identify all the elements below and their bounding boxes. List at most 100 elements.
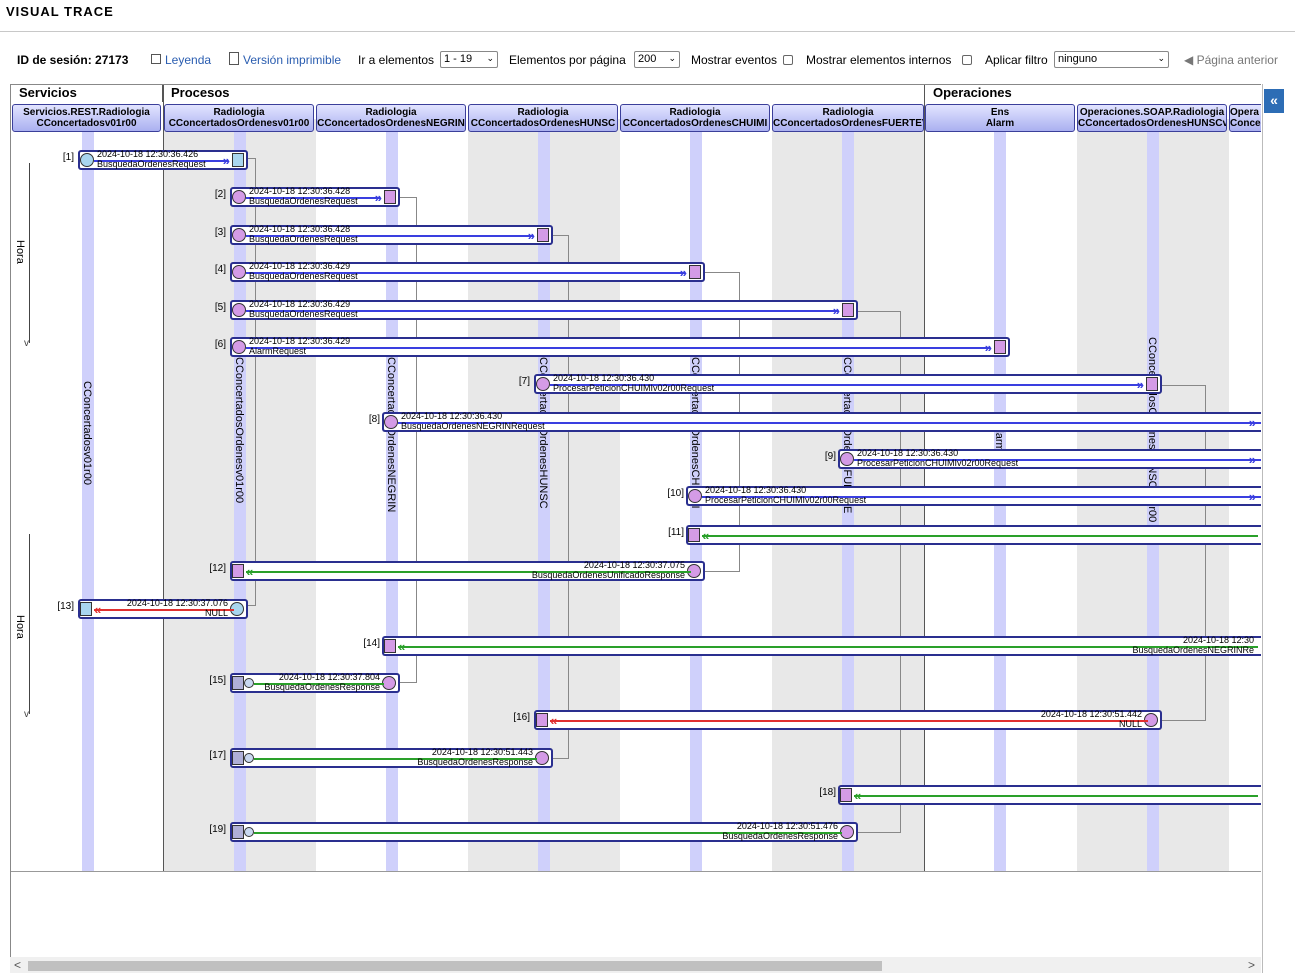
message-name: BusquedaOrdenesResponse: [264, 682, 380, 692]
lifeline-name: CConcertadosOrdenesCHUIMI: [689, 357, 701, 509]
prev-page-link[interactable]: ◀ Página anterior: [1184, 53, 1278, 67]
group-divider: [163, 85, 164, 871]
message-18[interactable]: [18]«: [819, 785, 1261, 805]
endpoint-circle: [232, 303, 246, 317]
message-arrow-line: [94, 609, 234, 611]
column-header[interactable]: OperaConcerta: [1229, 104, 1261, 132]
message-19[interactable]: [19]«2024-10-18 12:30:51.476BusquedaOrde…: [209, 821, 858, 842]
column-header-line2: CConcertadosOrdenesHUNSC: [470, 118, 616, 129]
endpoint-circle: [232, 228, 246, 242]
message-11[interactable]: [11]«: [668, 525, 1261, 545]
column-header-line2: Concerta: [1230, 118, 1261, 129]
message-arrow-line: [702, 496, 1261, 498]
double-arrow-right-icon: »: [832, 303, 840, 318]
print-version-link[interactable]: Versión imprimible: [243, 53, 342, 67]
message-15[interactable]: [15]«2024-10-18 12:30:37.804BusquedaOrde…: [209, 672, 400, 693]
time-axis-line: [29, 534, 30, 714]
column-header-line2: Alarm: [985, 118, 1015, 129]
group-divider: [924, 85, 925, 871]
message-arrow-line: [254, 832, 842, 834]
double-arrow-left-icon: «: [246, 564, 254, 579]
goto-select[interactable]: 1 - 19⌄: [440, 51, 498, 68]
message-name: NULL: [1118, 719, 1142, 729]
message-arrow-line: [246, 571, 691, 573]
prev-page-label: Página anterior: [1196, 53, 1278, 67]
time-axis-label: Hora: [14, 240, 26, 264]
message-arrow-line: [246, 347, 990, 349]
message-name: BusquedaOrdenesRequest: [249, 196, 358, 206]
double-arrow-right-icon: »: [1136, 377, 1144, 392]
diagram-bottom-border: [11, 871, 1261, 872]
side-panel: [1262, 84, 1295, 973]
per-page-select[interactable]: 200⌄: [634, 51, 680, 68]
per-page-label: Elementos por página: [509, 53, 626, 67]
double-arrow-right-icon: »: [527, 228, 535, 243]
double-arrow-right-icon: »: [1248, 489, 1256, 504]
message-timestamp: 2024-10-18 12:30:51.476: [736, 821, 838, 831]
legend-icon[interactable]: [151, 54, 161, 64]
message-17[interactable]: [17]«2024-10-18 12:30:51.443BusquedaOrde…: [209, 747, 553, 768]
message-arrow-line: [854, 795, 1258, 797]
message-timestamp: 2024-10-18 12:30:51.442: [1040, 709, 1142, 719]
filter-select[interactable]: ninguno⌄: [1054, 51, 1169, 68]
message-number: [8]: [368, 414, 380, 425]
message-number: [19]: [209, 824, 226, 835]
page-title: VISUAL TRACE: [6, 4, 114, 19]
column-header-line2: CConcertadosOrdenesFUERTEV: [773, 118, 924, 129]
double-arrow-left-icon: «: [550, 713, 558, 728]
scrollbar-thumb[interactable]: [28, 961, 882, 971]
collapse-panel-button[interactable]: «: [1264, 89, 1284, 113]
lifeline-name: CConcertadosOrdenesHUNSC: [537, 357, 549, 509]
double-arrow-right-icon: »: [374, 190, 382, 205]
endpoint-circle: [840, 452, 854, 466]
connector-line: [248, 158, 256, 606]
endpoint-circle: [840, 825, 854, 839]
activation-box: [537, 228, 549, 242]
endpoint-circle: [535, 751, 549, 765]
page-icon[interactable]: [229, 52, 239, 65]
show-events-checkbox[interactable]: [783, 55, 793, 65]
endpoint-circle: [232, 265, 246, 279]
legend-link[interactable]: Leyenda: [165, 53, 212, 67]
column-header-line2: CConcertadosOrdenesv01r00: [168, 118, 310, 129]
show-internal-checkbox[interactable]: [962, 55, 972, 65]
group-services: Servicios: [11, 85, 163, 102]
message-name: ProcesarPeticionCHUIMIv02r00Request: [553, 383, 715, 393]
message-arrow-line: [550, 384, 1142, 386]
endpoint-circle: [244, 827, 254, 837]
activation-box: [384, 639, 396, 653]
column-header-line1: Radiologia: [669, 107, 721, 118]
message-arrow-line: [246, 272, 685, 274]
session-id-label: ID de sesión: 27173: [17, 53, 129, 67]
double-arrow-left-icon: «: [854, 788, 862, 803]
scroll-right-icon[interactable]: >: [1248, 958, 1256, 972]
activation-box: [80, 602, 92, 616]
scroll-left-icon[interactable]: <: [14, 958, 22, 972]
